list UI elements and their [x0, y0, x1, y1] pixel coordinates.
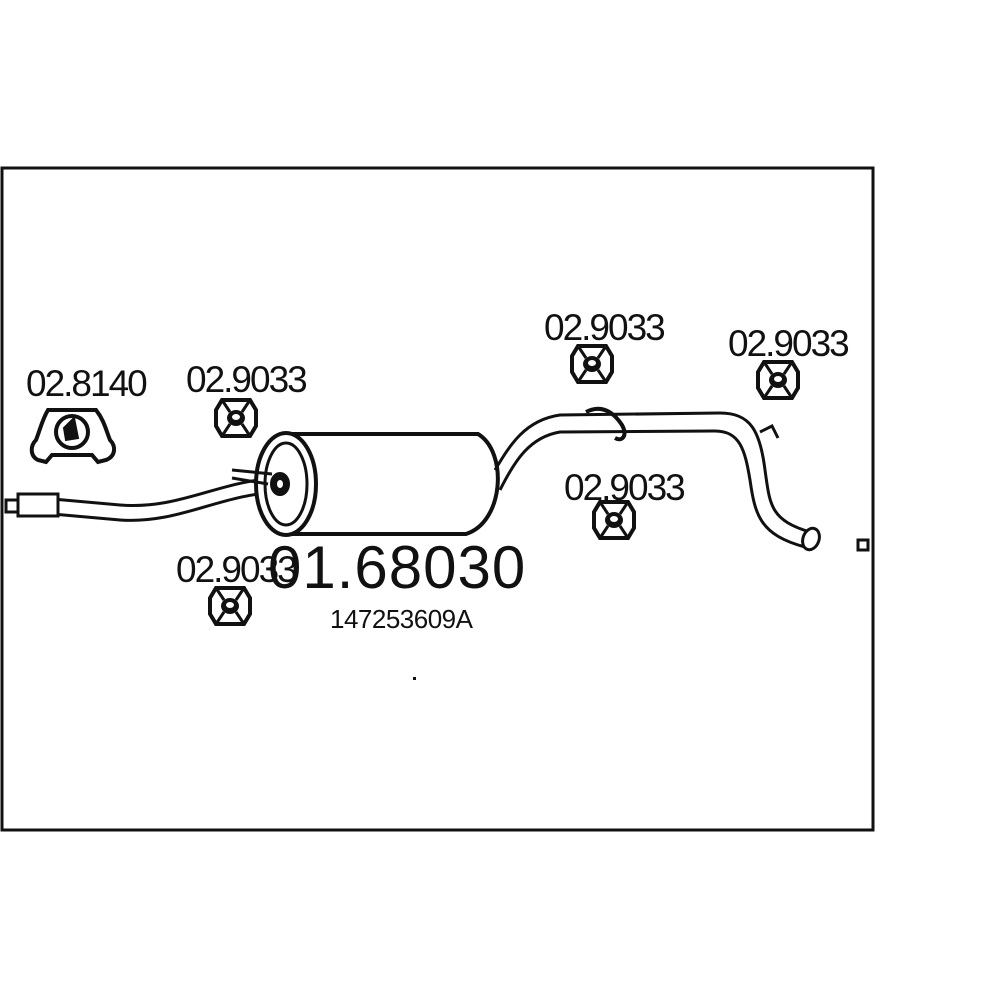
rubber-hanger-icon: [570, 344, 614, 384]
rubber-hanger-icon: [756, 360, 800, 400]
hanger-part-label: 02.9033: [186, 359, 306, 400]
exhaust-clamp-icon: [29, 408, 117, 465]
tail-pipe-icon: [493, 406, 870, 552]
clamp-part-label: 02.8140: [26, 363, 147, 404]
main-part-number: 01.68030: [268, 534, 526, 601]
hanger-part-label: 02.9033: [176, 549, 296, 590]
front-pipe: [4, 476, 281, 522]
hanger-part-label: 02.9033: [544, 307, 664, 348]
rubber-hanger-icon: [214, 398, 258, 438]
diagram-frame: [0, 166, 875, 832]
hanger-part-label: 02.9033: [728, 323, 848, 364]
hanger-part-label: 02.9033: [564, 467, 684, 508]
oe-number: 147253609A: [330, 604, 474, 634]
muffler-icon: [231, 431, 500, 537]
rubber-hanger-icon: [208, 586, 252, 626]
dot-mark: [413, 677, 416, 680]
